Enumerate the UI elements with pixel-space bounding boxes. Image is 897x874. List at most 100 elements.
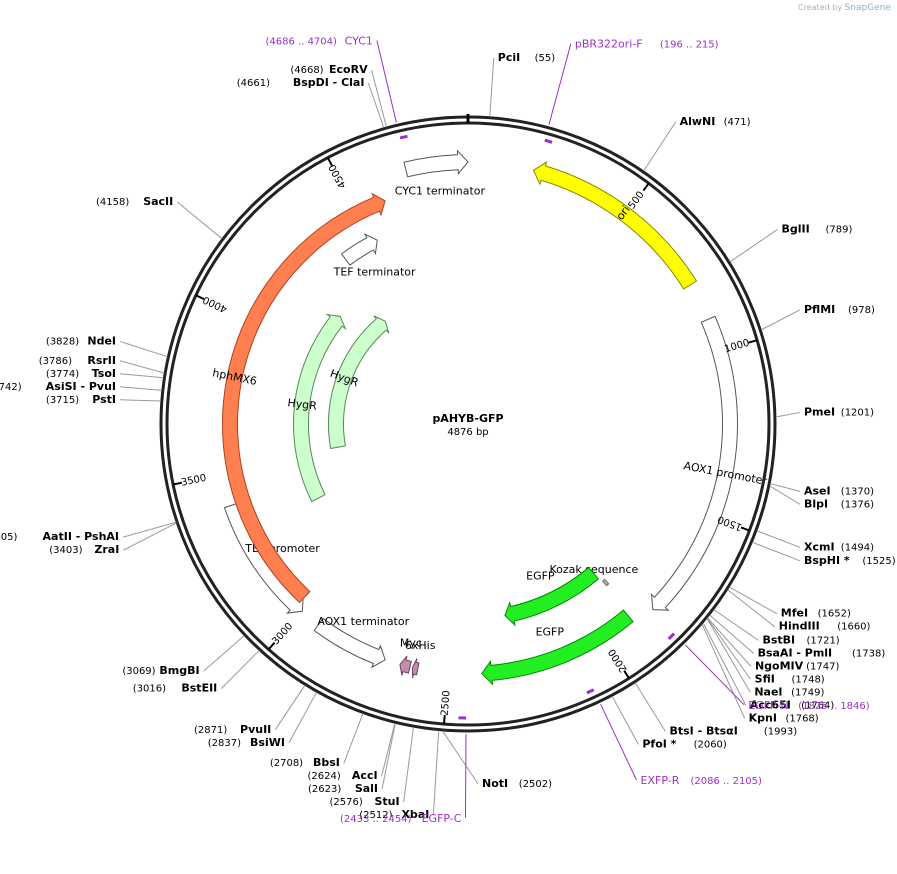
site-pos-pflmi: (978) — [848, 305, 875, 316]
site-pos-bmgbi: (3069) — [122, 666, 155, 677]
primer-range-cyc1: (4686 .. 4704) — [266, 37, 338, 48]
site-leader-hindiii — [727, 589, 776, 628]
feature-aox1-terminator-8 — [313, 617, 386, 669]
site-pos-bsiwi: (2837) — [208, 738, 241, 749]
feature-egfp-4 — [504, 566, 600, 627]
site-leader-pcii — [489, 57, 495, 117]
site-leader-bsaai-pmli — [709, 614, 754, 654]
site-name-sfii: SfiI — [755, 672, 775, 685]
tick-mark-3000 — [267, 642, 276, 651]
site-name-aatii-pshai: AatII - PshAI — [43, 530, 119, 543]
tick-mark-4500 — [326, 157, 333, 167]
site-pos-rsrii: (3786) — [39, 356, 72, 367]
site-leader-ngomiv — [707, 617, 752, 667]
site-leader-pflmi — [761, 309, 801, 331]
site-pos-hindiii: (1660) — [837, 622, 870, 633]
primer-leader-egfp-n — [685, 644, 745, 706]
tick-label-2000: 2000 — [607, 647, 630, 674]
site-name-xbai: XbaI — [401, 808, 429, 821]
site-pos-stui: (2576) — [330, 797, 363, 808]
feature-label-egfp-5: EGFP — [536, 625, 565, 638]
site-leader-bbsi — [343, 713, 364, 764]
site-pos-ngomiv: (1747) — [806, 661, 839, 672]
tick-mark-2500 — [442, 714, 446, 725]
site-leader-ndei — [119, 340, 168, 358]
feature-label-cyc1-terminator-1: CYC1 terminator — [395, 185, 486, 198]
site-pos-kpni: (1768) — [785, 713, 818, 724]
primer-leader-cyc1 — [376, 40, 397, 123]
primer-layer: CYC1(4686 .. 4704)pBR322ori-F(196 .. 215… — [266, 35, 870, 825]
site-name-sali: SalI — [355, 782, 378, 795]
site-leader-pmei — [775, 412, 801, 418]
site-pos-tsoi: (3774) — [46, 369, 79, 380]
site-name-bspdi-clai: BspDI - ClaI — [293, 76, 365, 89]
site-pos-sali: (2623) — [308, 784, 341, 795]
site-name-naei: NaeI — [754, 685, 782, 698]
site-leader-pfoi — [611, 695, 639, 745]
site-name-btsi-bts-i: BtsI - BtsαI — [669, 724, 737, 737]
site-name-xcmi: XcmI — [804, 540, 835, 553]
site-name-acc65i: Acc65I — [750, 698, 791, 711]
credit: Created by SnapGene — [798, 3, 891, 13]
site-name-bsaai-pmli: BsaAI - PmlI — [758, 646, 833, 659]
site-pos-bbsi: (2708) — [270, 758, 303, 769]
feature-label-tef-terminator-12: TEF terminator — [333, 265, 416, 278]
site-leader-btsi-bts-i — [634, 682, 666, 732]
site-leader-xcmi — [756, 530, 801, 548]
site-name-stui: StuI — [375, 795, 400, 808]
site-name-pcii: PciI — [498, 51, 520, 64]
site-pos-blpi: (1376) — [841, 499, 874, 510]
site-pos-naei: (1749) — [791, 687, 824, 698]
site-pos-acc65i: (1764) — [801, 700, 834, 711]
site-leader-bmgbi — [203, 635, 245, 672]
site-pos-acci: (2624) — [308, 771, 341, 782]
tick-label-4000: 4000 — [201, 293, 229, 314]
feature-hygr-10 — [293, 313, 347, 503]
credit-brand: SnapGene — [844, 3, 891, 13]
primer-label-egfp-c: EGFP-C — [422, 812, 462, 825]
site-name-pfoi: PfoI * — [642, 737, 676, 750]
site-name-bstbi: BstBI — [762, 633, 795, 646]
site-name-bsphi: BspHI * — [804, 554, 850, 567]
tick-label-3500: 3500 — [180, 473, 207, 489]
site-name-sacii: SacII — [143, 195, 173, 208]
site-pos-psti: (3715) — [46, 395, 79, 406]
site-name-ecorv: EcoRV — [329, 63, 368, 76]
site-pos-bstbi: (1721) — [806, 635, 839, 646]
primer-mark-egfp-n — [667, 632, 676, 640]
site-leader-psti — [119, 399, 161, 402]
primer-range-pbr322ori-f: (196 .. 215) — [660, 40, 719, 51]
tick-mark-1500 — [740, 526, 750, 532]
site-name-alwni: AlwNI — [680, 115, 716, 128]
site-name-zrai: ZraI — [94, 543, 119, 556]
tick-mark-1000 — [748, 339, 758, 344]
feature-label-aox1-terminator-8: AOX1 terminator — [317, 615, 409, 628]
site-name-blpi: BlpI — [804, 497, 828, 510]
primer-mark-cyc1 — [399, 134, 408, 140]
site-name-pmei: PmeI — [804, 406, 835, 419]
tick-mark-2000 — [623, 670, 630, 679]
site-leader-acc65i — [702, 622, 747, 706]
site-leader-alwni — [643, 121, 677, 172]
primer-range-exfp-r: (2086 .. 2105) — [691, 776, 763, 787]
site-leader-mfei — [729, 586, 778, 615]
site-pos-pvuii: (2871) — [194, 725, 227, 736]
site-name-bsiwi: BsiWI — [250, 736, 285, 749]
site-pos-pfoi: (2060) — [694, 739, 727, 750]
site-leader-sacii — [176, 201, 223, 240]
feature-tef-terminator-12 — [340, 233, 378, 266]
site-leader-kpni — [701, 623, 746, 719]
site-pos-bsphi: (1525) — [862, 556, 895, 567]
credit-prefix: Created by — [798, 3, 843, 12]
tick-mark-3500 — [172, 481, 183, 486]
site-leader-pvuii — [274, 685, 306, 731]
site-leader-stui — [403, 727, 415, 803]
site-leader-bglii — [729, 229, 778, 263]
site-name-bsteii: BstEII — [181, 682, 217, 695]
feature-label-egfp-4: EGFP — [526, 570, 555, 583]
site-pos-btsi-bts-i: (1993) — [764, 726, 797, 737]
site-name-bbsi: BbsI — [313, 756, 340, 769]
plasmid-name: pAHYB-GFP — [432, 412, 503, 425]
